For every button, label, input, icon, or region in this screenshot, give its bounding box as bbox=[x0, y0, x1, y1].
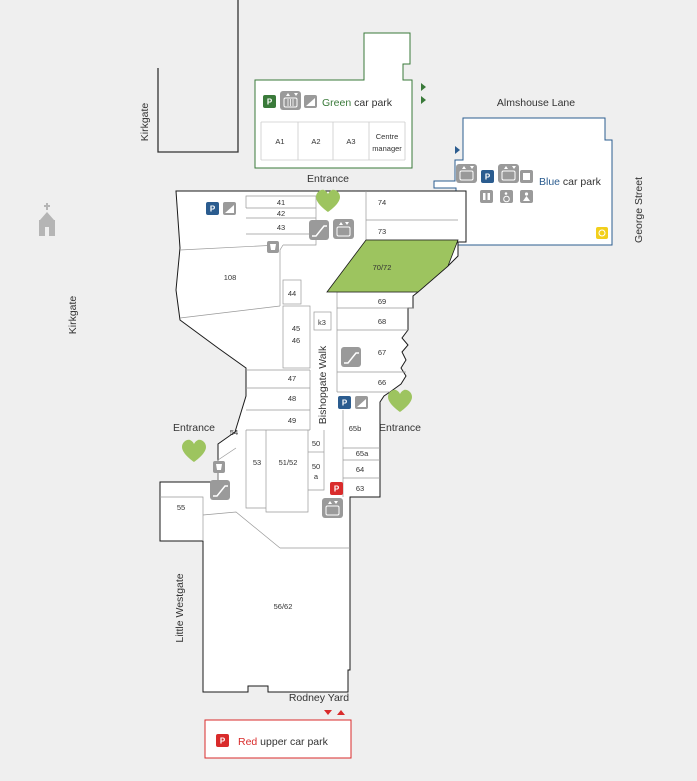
svg-text:P: P bbox=[267, 98, 273, 107]
ramp-icon bbox=[355, 396, 368, 409]
church-icon bbox=[39, 203, 55, 236]
svg-text:P: P bbox=[342, 399, 348, 408]
accessible-parking-icon bbox=[596, 227, 608, 239]
escalator-icon bbox=[309, 220, 329, 240]
unit-65a[interactable]: 65a bbox=[356, 449, 369, 458]
red-car-park-label: Red upper car park bbox=[238, 736, 329, 748]
cafe-icon bbox=[267, 241, 279, 253]
street-rodney-yard: Rodney Yard bbox=[289, 692, 349, 704]
unit-56-62[interactable]: 56/62 bbox=[274, 602, 293, 611]
blue-car-park-label: Blue car park bbox=[539, 176, 602, 188]
red-parking-icon bbox=[330, 482, 343, 495]
street-bishopgate-walk: Bishopgate Walk bbox=[317, 345, 329, 424]
street-george-street: George Street bbox=[633, 177, 645, 243]
blue-parking-icon bbox=[481, 170, 494, 183]
unit-70-72-highlight[interactable] bbox=[326, 239, 459, 293]
lift-icon bbox=[498, 164, 519, 183]
red-parking-icon bbox=[216, 734, 229, 747]
blue-parking-icon bbox=[338, 396, 351, 409]
unit-65b[interactable]: 65b bbox=[349, 424, 362, 433]
unit-48[interactable]: 48 bbox=[288, 394, 296, 403]
lift-icon bbox=[456, 164, 477, 183]
street-little-westgate: Little Westgate bbox=[174, 573, 186, 642]
ramp-icon bbox=[304, 95, 317, 108]
centre-manager-line1: Centre bbox=[376, 132, 399, 141]
centre-manager-line2: manager bbox=[372, 144, 402, 153]
unit-68[interactable]: 68 bbox=[378, 317, 386, 326]
kirkgate-road-edge bbox=[157, 0, 239, 153]
entrance-west-heart-icon[interactable] bbox=[182, 439, 206, 462]
unit-69[interactable]: 69 bbox=[378, 297, 386, 306]
unit-73[interactable]: 73 bbox=[378, 227, 386, 236]
unit-47[interactable]: 47 bbox=[288, 374, 296, 383]
accessible-toilet-icon bbox=[500, 190, 513, 203]
unit-41[interactable]: 41 bbox=[277, 198, 285, 207]
ramp-icon bbox=[223, 202, 236, 215]
unit-k3[interactable]: k3 bbox=[318, 318, 326, 327]
direction-arrow-icon bbox=[421, 83, 426, 91]
unit-66[interactable]: 66 bbox=[378, 378, 386, 387]
unit-a1: A1 bbox=[275, 137, 284, 146]
entrance-north-heart-icon[interactable] bbox=[316, 189, 340, 212]
entrance-east-label: Entrance bbox=[379, 422, 421, 434]
baby-change-icon bbox=[520, 190, 533, 203]
entrance-north-label: Entrance bbox=[307, 173, 349, 185]
unit-74[interactable]: 74 bbox=[378, 198, 386, 207]
cafe-icon bbox=[213, 461, 225, 473]
entrance-west-label: Entrance bbox=[173, 422, 215, 434]
unit-a2: A2 bbox=[311, 137, 320, 146]
toilets-icon bbox=[480, 190, 493, 203]
direction-arrow-icon bbox=[421, 96, 426, 104]
street-kirkgate-lower: Kirkgate bbox=[67, 296, 79, 335]
svg-text:P: P bbox=[210, 205, 216, 214]
unit-45[interactable]: 45 bbox=[292, 324, 300, 333]
unit-50a-line1[interactable]: 50 bbox=[312, 462, 320, 471]
lift-icon bbox=[280, 91, 301, 110]
svg-text:P: P bbox=[334, 485, 340, 494]
pay-station-icon bbox=[520, 170, 533, 183]
centre-building bbox=[159, 190, 467, 693]
green-car-park[interactable] bbox=[254, 32, 413, 169]
green-parking-icon bbox=[263, 95, 276, 108]
unit-54[interactable]: 54 bbox=[230, 428, 238, 437]
svg-text:P: P bbox=[220, 737, 226, 746]
unit-108[interactable]: 108 bbox=[224, 273, 237, 282]
unit-55[interactable]: 55 bbox=[177, 503, 185, 512]
street-kirkgate-upper: Kirkgate bbox=[139, 103, 151, 142]
unit-a3: A3 bbox=[346, 137, 355, 146]
unit-43[interactable]: 43 bbox=[277, 223, 285, 232]
unit-63[interactable]: 63 bbox=[356, 484, 364, 493]
escalator-icon bbox=[341, 347, 361, 367]
escalator-icon bbox=[210, 480, 230, 500]
unit-44[interactable]: 44 bbox=[288, 289, 296, 298]
unit-51-52[interactable]: 51/52 bbox=[279, 458, 298, 467]
unit-49[interactable]: 49 bbox=[288, 416, 296, 425]
unit-42[interactable]: 42 bbox=[277, 209, 285, 218]
red-car-park[interactable] bbox=[204, 719, 352, 759]
unit-46[interactable]: 46 bbox=[292, 336, 300, 345]
direction-arrow-icon bbox=[455, 146, 460, 154]
direction-arrow-icon bbox=[337, 710, 345, 715]
unit-67[interactable]: 67 bbox=[378, 348, 386, 357]
unit-53[interactable]: 53 bbox=[253, 458, 261, 467]
unit-70-72[interactable]: 70/72 bbox=[373, 263, 392, 272]
unit-50[interactable]: 50 bbox=[312, 439, 320, 448]
blue-parking-icon bbox=[206, 202, 219, 215]
lift-icon bbox=[333, 219, 354, 239]
green-car-park-label: Green car park bbox=[322, 97, 393, 109]
unit-partitions bbox=[160, 191, 458, 549]
unit-64[interactable]: 64 bbox=[356, 465, 364, 474]
lift-icon bbox=[322, 498, 343, 518]
svg-text:P: P bbox=[485, 173, 491, 182]
entrance-east-heart-icon[interactable] bbox=[388, 389, 412, 412]
direction-arrow-icon bbox=[324, 710, 332, 715]
unit-50a-line2[interactable]: a bbox=[314, 472, 319, 481]
street-almshouse-lane: Almshouse Lane bbox=[497, 97, 575, 109]
